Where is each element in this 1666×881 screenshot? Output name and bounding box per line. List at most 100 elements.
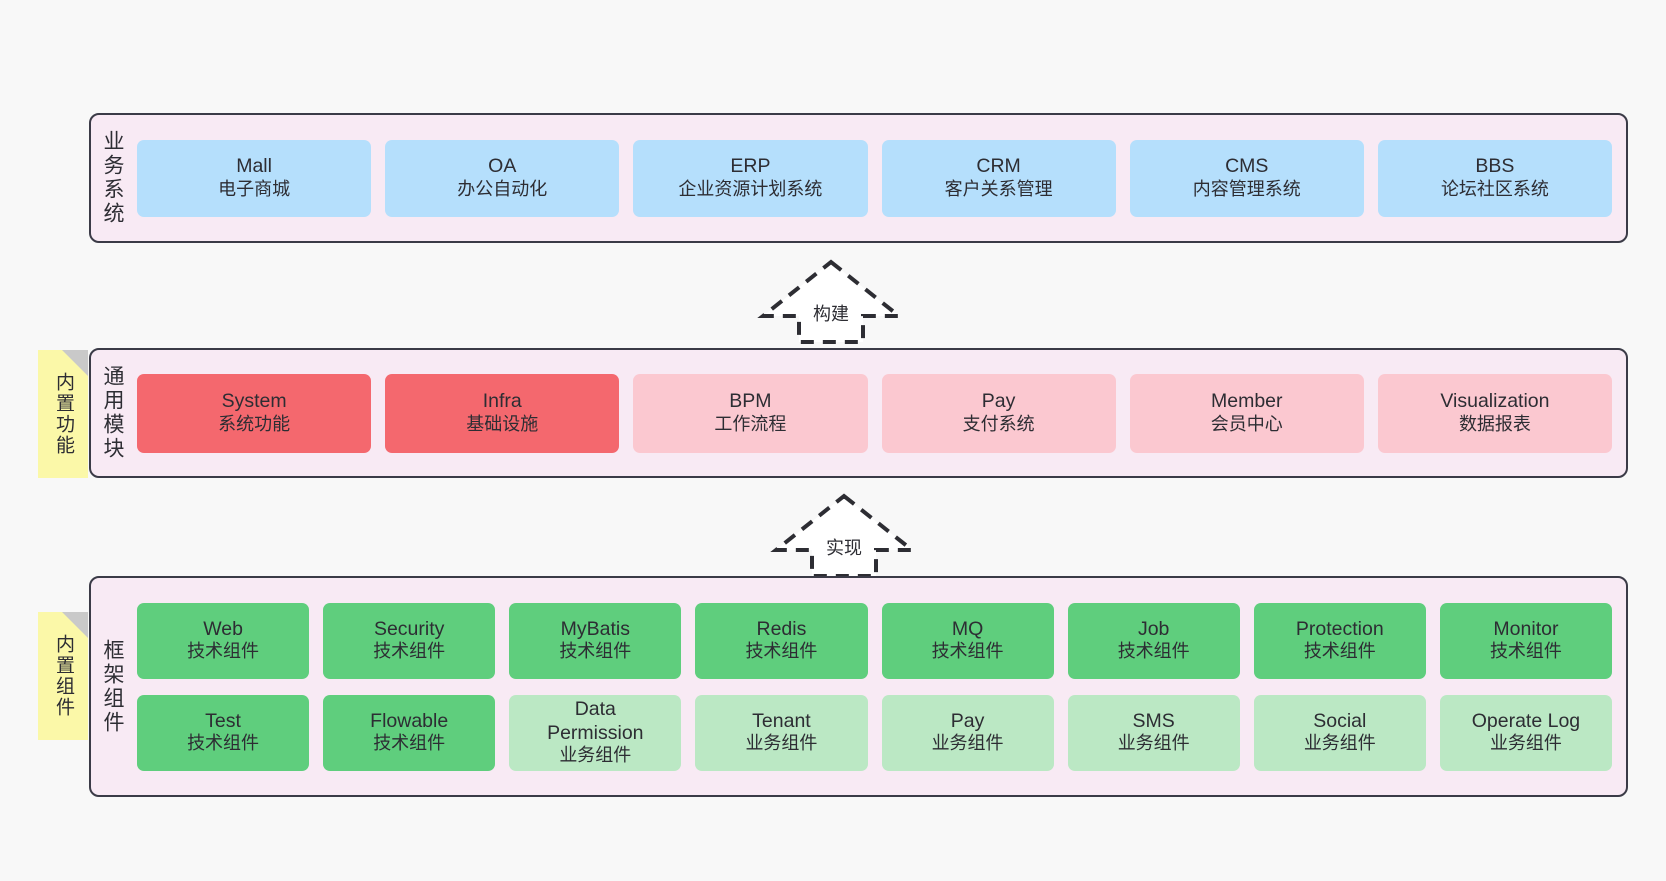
node-data-permission[interactable]: Data Permission 业务组件 (509, 694, 682, 771)
node-row: Web 技术组件 Security 技术组件 MyBatis 技术组件 Redi… (137, 602, 1612, 679)
node-infra[interactable]: Infra 基础设施 (385, 373, 620, 453)
node-flowable[interactable]: Flowable 技术组件 (323, 694, 496, 771)
layer-business-system: 业务系统 Mall 电子商城 OA 办公自动化 ERP 企业资源计划系统 CRM… (89, 113, 1628, 243)
connector-implement-arrow: 实现 (770, 492, 918, 578)
node-title: SMS (1132, 709, 1175, 732)
node-crm[interactable]: CRM 客户关系管理 (881, 139, 1116, 217)
layer-body-common: System 系统功能 Infra 基础设施 BPM 工作流程 Pay 支付系统… (133, 350, 1626, 476)
layer-title-business: 业务系统 (101, 130, 125, 226)
node-subtitle: 工作流程 (714, 413, 787, 434)
node-redis[interactable]: Redis 技术组件 (695, 602, 868, 679)
node-title: Social (1313, 709, 1367, 732)
node-row: Mall 电子商城 OA 办公自动化 ERP 企业资源计划系统 CRM 客户关系… (137, 139, 1613, 217)
node-title: Operate Log (1471, 709, 1581, 732)
node-pay-business[interactable]: Pay 业务组件 (881, 694, 1054, 771)
node-system[interactable]: System 系统功能 (137, 373, 372, 453)
node-member[interactable]: Member 会员中心 (1129, 373, 1364, 453)
node-title: Test (205, 709, 241, 732)
node-tenant[interactable]: Tenant 业务组件 (695, 694, 868, 771)
node-subtitle: 系统功能 (218, 413, 291, 434)
node-subtitle: 业务组件 (559, 745, 632, 766)
node-title: Web (203, 617, 243, 640)
node-subtitle: 技术组件 (187, 641, 260, 662)
node-subtitle: 支付系统 (962, 413, 1035, 434)
node-title: MQ (951, 617, 984, 640)
sticky-note-builtin-components: 内置组件 (38, 612, 88, 740)
node-title: OA (488, 155, 517, 178)
dashed-up-arrow-icon (757, 259, 905, 344)
node-title: Security (373, 617, 445, 640)
node-subtitle: 内容管理系统 (1192, 178, 1301, 199)
node-subtitle: 业务组件 (745, 733, 818, 754)
node-title: Protection (1295, 617, 1384, 640)
node-subtitle: 会员中心 (1210, 413, 1283, 434)
node-subtitle: 办公自动化 (457, 178, 548, 199)
node-title: CRM (976, 155, 1021, 178)
node-title: Mall (236, 155, 272, 178)
node-subtitle: 技术组件 (1303, 641, 1376, 662)
node-test[interactable]: Test 技术组件 (137, 694, 310, 771)
node-pay[interactable]: Pay 支付系统 (881, 373, 1116, 453)
node-subtitle: 论坛社区系统 (1440, 178, 1549, 199)
node-title: BBS (1475, 155, 1515, 178)
node-title: CMS (1225, 155, 1269, 178)
node-subtitle: 业务组件 (1117, 733, 1190, 754)
node-monitor[interactable]: Monitor 技术组件 (1439, 602, 1612, 679)
node-mq[interactable]: MQ 技术组件 (881, 602, 1054, 679)
node-job[interactable]: Job 技术组件 (1067, 602, 1240, 679)
node-visualization[interactable]: Visualization 数据报表 (1377, 373, 1613, 453)
node-title: BPM (729, 390, 772, 413)
node-title: Job (1137, 617, 1170, 640)
node-subtitle: 技术组件 (373, 641, 446, 662)
dashed-up-arrow-icon (770, 493, 918, 578)
layer-common-module: 通用模块 System 系统功能 Infra 基础设施 BPM 工作流程 Pay… (89, 348, 1628, 478)
node-bbs[interactable]: BBS 论坛社区系统 (1377, 139, 1613, 217)
node-bpm[interactable]: BPM 工作流程 (633, 373, 868, 453)
node-subtitle: 业务组件 (1489, 733, 1562, 754)
node-row: System 系统功能 Infra 基础设施 BPM 工作流程 Pay 支付系统… (137, 373, 1613, 453)
node-title: MyBatis (560, 617, 630, 640)
layer-title-framework: 框架组件 (101, 638, 125, 735)
node-subtitle: 客户关系管理 (944, 178, 1053, 199)
node-title: Visualization (1440, 390, 1550, 413)
layer-body-framework: Web 技术组件 Security 技术组件 MyBatis 技术组件 Redi… (133, 578, 1626, 795)
node-subtitle: 技术组件 (745, 641, 818, 662)
node-protection[interactable]: Protection 技术组件 (1253, 602, 1426, 679)
layer-framework-component: 框架组件 Web 技术组件 Security 技术组件 MyBatis 技术组件… (89, 576, 1628, 797)
node-sms[interactable]: SMS 业务组件 (1067, 694, 1240, 771)
node-mybatis[interactable]: MyBatis 技术组件 (509, 602, 682, 679)
node-title: Tenant (752, 709, 811, 732)
node-mall[interactable]: Mall 电子商城 (137, 139, 372, 217)
node-title: System (221, 390, 287, 413)
node-title: Flowable (370, 709, 449, 732)
node-operate-log[interactable]: Operate Log 业务组件 (1439, 694, 1612, 771)
node-subtitle: 技术组件 (187, 733, 260, 754)
node-title: Pay (981, 390, 1016, 413)
node-subtitle: 电子商城 (218, 178, 291, 199)
node-social[interactable]: Social 业务组件 (1253, 694, 1426, 771)
layer-title-common: 通用模块 (101, 365, 125, 461)
node-erp[interactable]: ERP 企业资源计划系统 (633, 139, 868, 217)
node-web[interactable]: Web 技术组件 (137, 602, 310, 679)
node-title: Redis (756, 617, 807, 640)
node-title: Monitor (1493, 617, 1559, 640)
node-subtitle: 数据报表 (1458, 413, 1531, 434)
node-subtitle: 基础设施 (466, 413, 539, 434)
node-cms[interactable]: CMS 内容管理系统 (1129, 139, 1364, 217)
node-security[interactable]: Security 技术组件 (323, 602, 496, 679)
node-subtitle: 技术组件 (1489, 641, 1562, 662)
node-subtitle: 业务组件 (931, 733, 1004, 754)
node-title: Infra (482, 390, 522, 413)
node-subtitle: 企业资源计划系统 (678, 178, 823, 199)
node-oa[interactable]: OA 办公自动化 (385, 139, 620, 217)
node-title: Pay (950, 709, 985, 732)
node-title: ERP (730, 155, 771, 178)
node-subtitle: 业务组件 (1303, 733, 1376, 754)
sticky-note-builtin-features: 内置功能 (38, 350, 88, 478)
connector-build-arrow: 构建 (757, 258, 905, 344)
node-subtitle: 技术组件 (931, 641, 1004, 662)
node-row: Test 技术组件 Flowable 技术组件 Data Permission … (137, 694, 1612, 771)
node-subtitle: 技术组件 (373, 733, 446, 754)
node-subtitle: 技术组件 (559, 641, 632, 662)
